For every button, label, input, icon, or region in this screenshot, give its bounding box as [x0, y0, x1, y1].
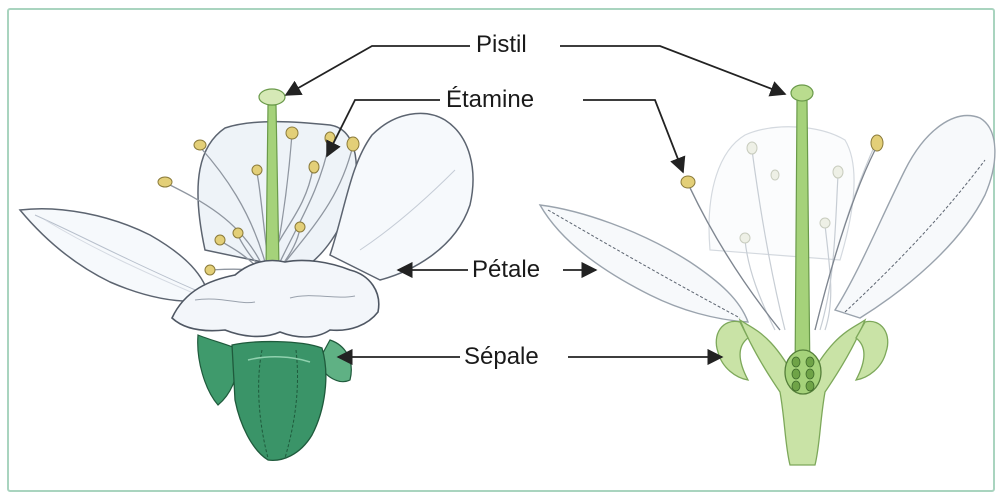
stigma-section [791, 85, 813, 101]
ovary-section [785, 350, 821, 394]
petal-section-right [835, 116, 995, 318]
label-sepale: Sépale [462, 345, 541, 369]
flower-cross-section [540, 85, 995, 465]
anther-section-left [681, 176, 695, 188]
label-etamine: Étamine [444, 88, 536, 112]
sepal-section-right [856, 321, 888, 380]
label-pistil: Pistil [474, 33, 529, 57]
stigma-left [259, 89, 285, 105]
label-petale: Pétale [470, 258, 542, 282]
etamine-leader-right [583, 100, 683, 172]
pistil-leader-right [560, 46, 785, 94]
sepal-section-left [716, 321, 748, 380]
pistil-leader-left [286, 46, 470, 95]
anther-section-right [871, 135, 883, 151]
pistil-section [795, 100, 810, 380]
flower-external-view [20, 89, 473, 460]
pistil-left [266, 105, 279, 268]
sepals-left [198, 335, 352, 460]
